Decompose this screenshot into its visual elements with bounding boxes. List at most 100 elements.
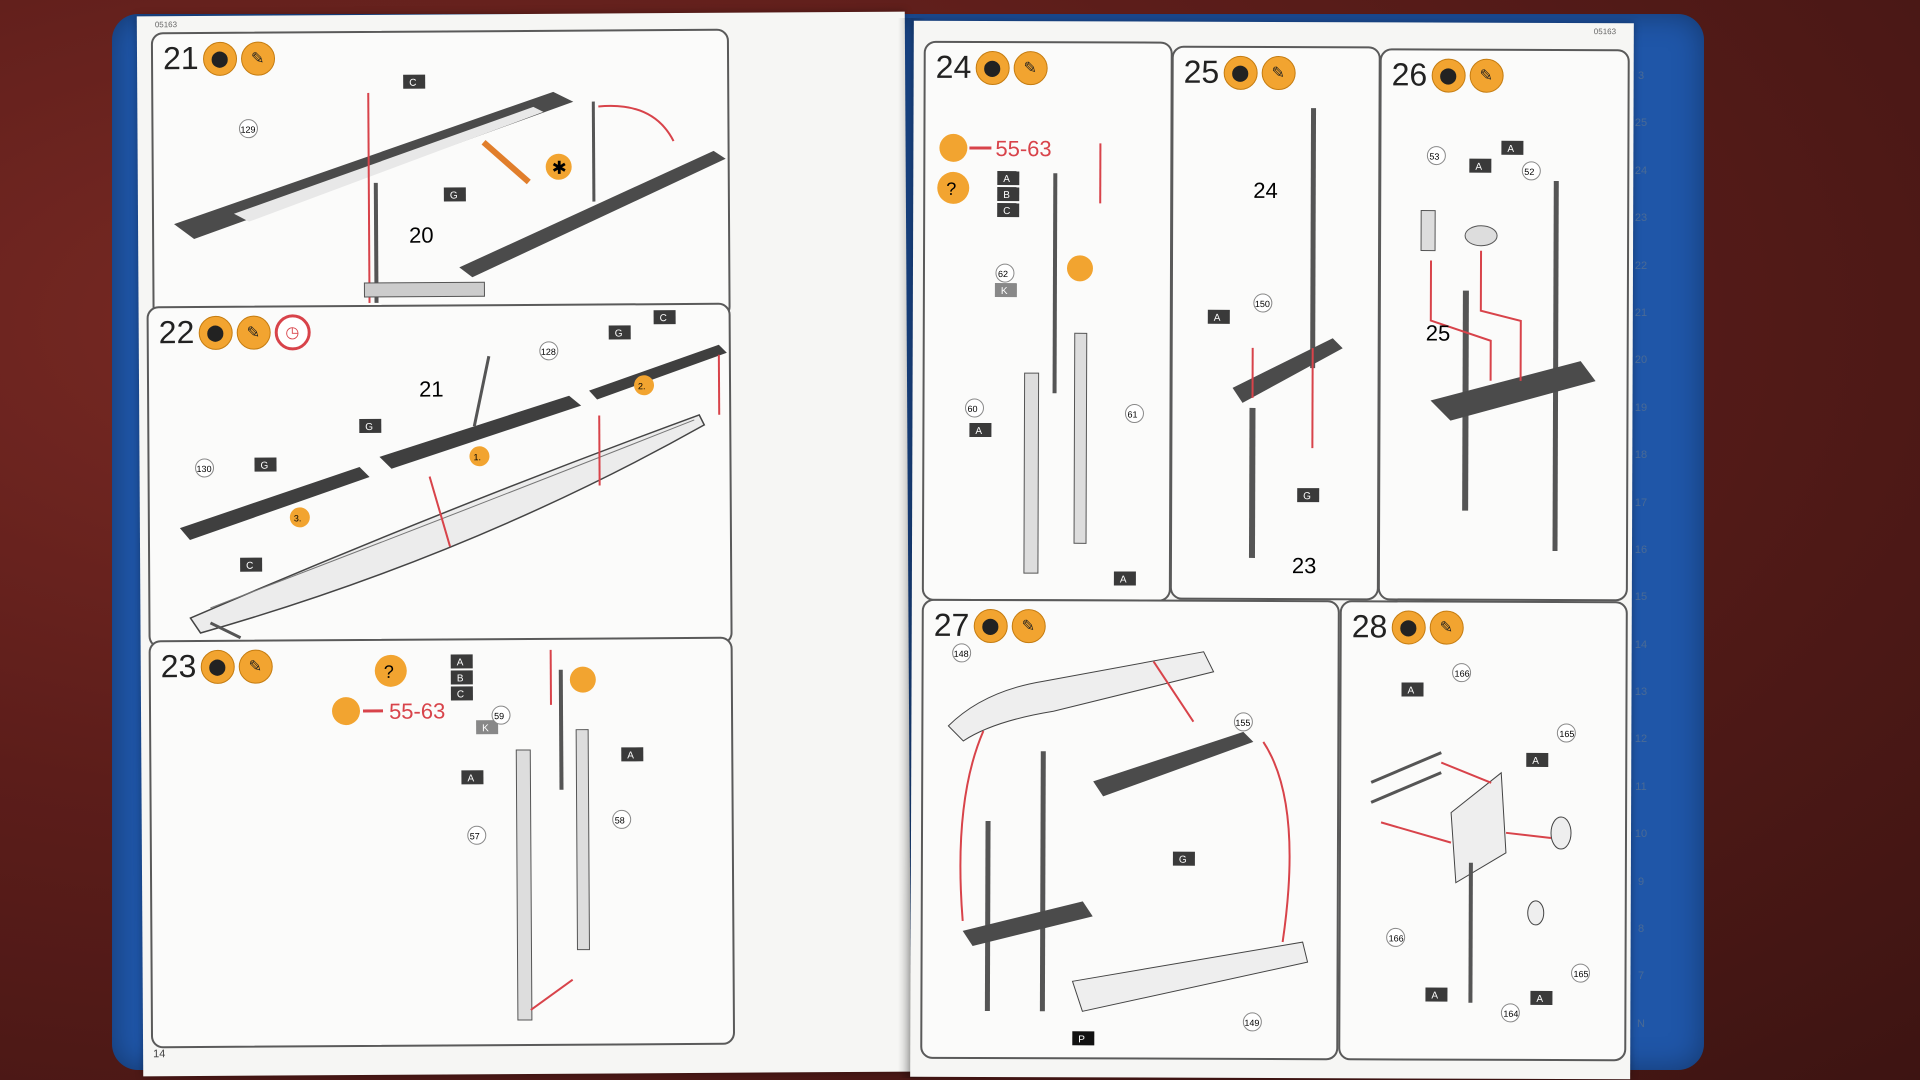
periscope-part	[472, 355, 491, 427]
index-tab[interactable]: 20	[1634, 354, 1648, 367]
paint-code-badge	[461, 770, 484, 785]
conning-tower-part	[1071, 941, 1309, 1012]
part-callout	[195, 458, 215, 478]
index-tab[interactable]: 11	[1635, 780, 1647, 793]
rail-part	[363, 281, 485, 298]
page-number-left: 14	[153, 1048, 166, 1061]
paint-code: A	[1214, 313, 1221, 324]
step-24-illustration: 55-63 ? A B C K A A 62 60 61	[937, 133, 1144, 586]
index-tab[interactable]: 19	[1634, 401, 1648, 414]
deck-section-2	[589, 344, 727, 400]
index-tab[interactable]: 12	[1634, 733, 1648, 746]
part-callout	[1500, 1003, 1520, 1023]
paint-code: A	[975, 426, 982, 437]
paint-code: A	[1431, 991, 1438, 1002]
sub-assembly-label: 21	[419, 376, 444, 401]
step-23-panel: 23 ⬤ ✎ ? 55-63 A B C K A A	[148, 636, 736, 1049]
assembly-arrow	[1429, 260, 1492, 381]
direction-arrow	[481, 139, 531, 185]
index-tab[interactable]: 8	[1637, 923, 1645, 936]
paint-code: G	[450, 190, 458, 201]
assembly-arrow	[1380, 821, 1452, 844]
part-number: 166	[1455, 669, 1470, 679]
assembly-arrow	[1152, 661, 1195, 723]
step-26-illustration: 53 52 A A 25	[1420, 140, 1596, 551]
index-tab[interactable]: 13	[1634, 686, 1648, 699]
index-tab[interactable]: 18	[1634, 449, 1648, 462]
bend-arrow	[598, 104, 675, 142]
order-label: 3.	[294, 513, 302, 523]
step-24-panel: 24 ⬤ ✎ 55-63 ? A B C K A A	[921, 40, 1173, 602]
paint-code-badge	[443, 187, 466, 202]
part-callout	[1556, 723, 1576, 743]
index-tab[interactable]: N	[1637, 1017, 1645, 1030]
part-callout	[467, 825, 487, 845]
step-28-panel: 28 ⬤ ✎ 166 165 166 165 164 A A A A	[1338, 600, 1628, 1062]
assembly-arrow	[530, 978, 574, 1011]
index-tab[interactable]: 22	[1634, 259, 1648, 272]
paint-code: A	[1120, 574, 1127, 585]
part-callout	[491, 705, 511, 725]
paint-code-badge	[359, 418, 382, 434]
sub-assembly-label: 25	[1426, 321, 1451, 346]
index-tab[interactable]: 14	[1634, 638, 1648, 651]
paint-code: A	[1003, 174, 1010, 185]
paint-code-badge	[997, 203, 1020, 218]
index-tab[interactable]: 10	[1634, 828, 1648, 841]
index-tab[interactable]: 9	[1637, 875, 1645, 888]
page-index-tabs: 3 25 24 23 22 21 20 19 18 17 16 15 14 13…	[1630, 70, 1652, 1030]
part-number: 155	[1235, 718, 1250, 728]
paint-code-badge	[1113, 571, 1136, 586]
no-glue-icon	[1066, 255, 1093, 282]
paint-code: B	[457, 673, 464, 684]
assembly-arrow	[1505, 831, 1552, 839]
paint-code: G	[1179, 855, 1187, 866]
paint-code-badge	[1530, 990, 1553, 1005]
step-27-panel: 27 ⬤ ✎ 148 155 G 149 P	[920, 598, 1340, 1061]
platform-part	[1232, 338, 1343, 403]
frame-part	[1450, 771, 1507, 884]
paint-code: C	[1003, 206, 1010, 217]
index-tab[interactable]: 17	[1634, 496, 1648, 509]
paint-code: A	[1407, 685, 1414, 696]
index-tab[interactable]: 3	[1637, 70, 1645, 82]
step-26-panel: 26 ⬤ ✎ 53 52 A A 25	[1377, 48, 1630, 602]
part-callout	[238, 119, 258, 139]
index-tab[interactable]: 23	[1634, 212, 1648, 225]
index-tab[interactable]: 15	[1634, 591, 1648, 604]
part-number: 166	[1389, 933, 1404, 943]
part-number: 59	[494, 711, 504, 721]
paint-code-badge	[994, 283, 1017, 298]
paint-code: A	[1532, 756, 1539, 767]
paint-code-badge	[476, 720, 499, 735]
paint-code: C	[409, 78, 416, 89]
paint-code-badge	[1469, 158, 1492, 173]
assembly-arrow	[428, 476, 451, 547]
paint-code: G	[365, 422, 373, 433]
railing-part	[1370, 751, 1442, 784]
bracket-part	[575, 729, 590, 951]
question-badge	[937, 171, 970, 204]
part-callout	[1426, 146, 1446, 166]
index-tab[interactable]: 24	[1634, 164, 1648, 177]
part-callout	[1124, 404, 1144, 424]
paint-code-badge	[1425, 987, 1448, 1002]
index-tab[interactable]: 16	[1634, 543, 1648, 556]
part-number: 149	[1244, 1018, 1259, 1028]
mast-assembled	[591, 101, 596, 202]
question-mark: ?	[384, 662, 394, 682]
left-page: 05163 14 21 ⬤ ✎ ✱ 129 C G 20	[136, 11, 912, 1077]
assembly-arrow	[1262, 741, 1291, 943]
part-number: 129	[240, 125, 255, 135]
index-tab[interactable]: 25	[1634, 117, 1648, 130]
deck-part-assembled	[459, 150, 726, 278]
paint-code-badge	[997, 187, 1020, 202]
reference-icon	[939, 133, 968, 162]
index-tab[interactable]: 21	[1634, 306, 1648, 319]
part-callout	[952, 643, 972, 663]
question-mark: ?	[946, 179, 956, 199]
part-number: 57	[470, 831, 480, 841]
lamp-part	[1527, 900, 1545, 926]
index-tab[interactable]: 7	[1637, 970, 1645, 983]
part-callout	[964, 398, 984, 418]
